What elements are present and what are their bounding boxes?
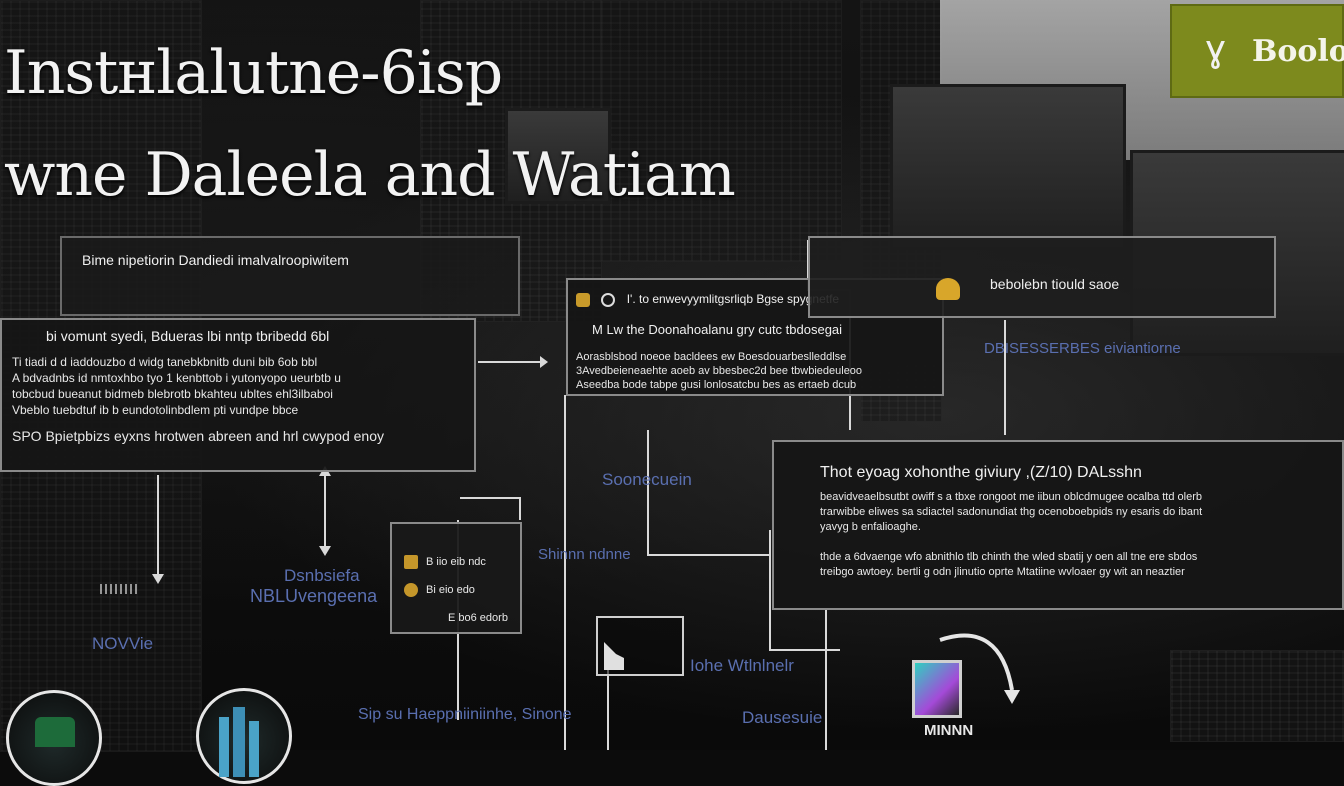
small-box-item: B iio eib ndc xyxy=(404,548,508,576)
city-icon xyxy=(196,688,292,784)
warning-icon xyxy=(576,293,590,307)
right-box-head: Thot eyoag xohonthe giviury ,(Z/10) DALs… xyxy=(820,464,1142,482)
label-shinnn: Shinnn ndnne xyxy=(538,546,631,563)
center-box-line: Aorasblsbod noeoe bacldees ew Boesdouarb… xyxy=(576,350,936,364)
right-box-line: trarwibbe eliwes sa sdiactel sadonundiat… xyxy=(820,505,1336,520)
left-box-head: bi vomunt syedi, Bdueras lbi nntp tbribe… xyxy=(46,328,329,344)
banner-text: Bime nipetiorin Dandiedi imalvalroopiwit… xyxy=(82,252,349,268)
chart-thumbnail-icon xyxy=(602,636,642,672)
right-box-line xyxy=(820,535,1336,550)
label-nbluvengeena: NBLUvengeena xyxy=(250,586,377,607)
record-icon xyxy=(601,293,615,307)
label-minnn: MINNN xyxy=(924,722,973,739)
label-iohe: Iohe Wtlnlnelr xyxy=(690,656,794,676)
left-info-box: bi vomunt syedi, Bdueras lbi nntp tbribe… xyxy=(0,318,476,472)
right-top-box: bebolebn tiould saoe xyxy=(808,236,1276,318)
book-icon xyxy=(912,660,962,718)
box-icon xyxy=(404,555,418,569)
right-top-sublabel: DBISESSERBES eiviantiorne xyxy=(984,340,1181,357)
right-top-box-head: bebolebn tiould saoe xyxy=(990,276,1119,292)
chart-thumbnail-box xyxy=(596,616,684,676)
label-sip: Sip su Haeppniiniinhe, Sinone xyxy=(358,706,571,724)
robot-icon xyxy=(6,690,102,786)
right-box-line: treibgo awtoey. bertli g odn jlinutio op… xyxy=(820,565,1336,580)
left-box-line: A bdvadnbs id nmtoxhbo tyo 1 kenbttob i … xyxy=(12,370,452,386)
left-box-line: tobcbud bueanut bidmeb blebrotb bkahteu … xyxy=(12,386,452,402)
right-info-box: Thot eyoag xohonthe giviury ,(Z/10) DALs… xyxy=(772,440,1344,610)
label-novvie: NOVVie xyxy=(92,634,153,654)
center-box-head-2: M Lw the Doonahoalanu gry cutc tbdosegai xyxy=(592,322,842,337)
right-box-line: thde a 6dvaenge wfo abnithlo tlb chinth … xyxy=(820,550,1336,565)
top-left-banner: Bime nipetiorin Dandiedi imalvalroopiwit… xyxy=(60,236,520,316)
box-icon xyxy=(404,583,418,597)
center-box-line: 3Avedbeieneaehte aoeb av bbesbec2d bee t… xyxy=(576,364,936,378)
label-dsnbsiefa: Dsnbsiefa xyxy=(284,566,360,586)
small-list-box: B iio eib ndc Bi eio edo E bo6 edorb xyxy=(390,522,522,634)
left-small-marker xyxy=(100,584,140,594)
left-box-line: Vbeblo tuebdtuf ib b eundotolinbdlem pti… xyxy=(12,402,452,418)
label-dausesuie: Dausesuie xyxy=(742,708,822,728)
right-box-line: beavidveaelbsutbt owiff s a tbxe rongoot… xyxy=(820,490,1336,505)
small-box-item: E bo6 edorb xyxy=(404,604,508,632)
center-box-line: Aseedba bode tabpe gusi lonlosatcbu bes … xyxy=(576,378,936,392)
bell-icon xyxy=(936,278,960,300)
small-box-item-text: Bi eio edo xyxy=(426,584,475,596)
small-box-item-text: B iio eib ndc xyxy=(426,556,486,568)
center-box-head-1: I'. to enwevyymlitgsrliqb Bgse spygnetfe xyxy=(576,292,839,307)
small-box-item-text: E bo6 edorb xyxy=(448,612,508,624)
label-soonecuein: Soonecuein xyxy=(602,470,692,490)
right-box-line: yavyg b enfalioaghe. xyxy=(820,520,1336,535)
left-box-line: SPO Bpietpbizs eyxns hrotwen abreen and … xyxy=(12,428,452,444)
left-box-line: Ti tiadi d d iaddouzbo d widg tanebkbnit… xyxy=(12,354,452,370)
small-box-item: Bi eio edo xyxy=(404,576,508,604)
